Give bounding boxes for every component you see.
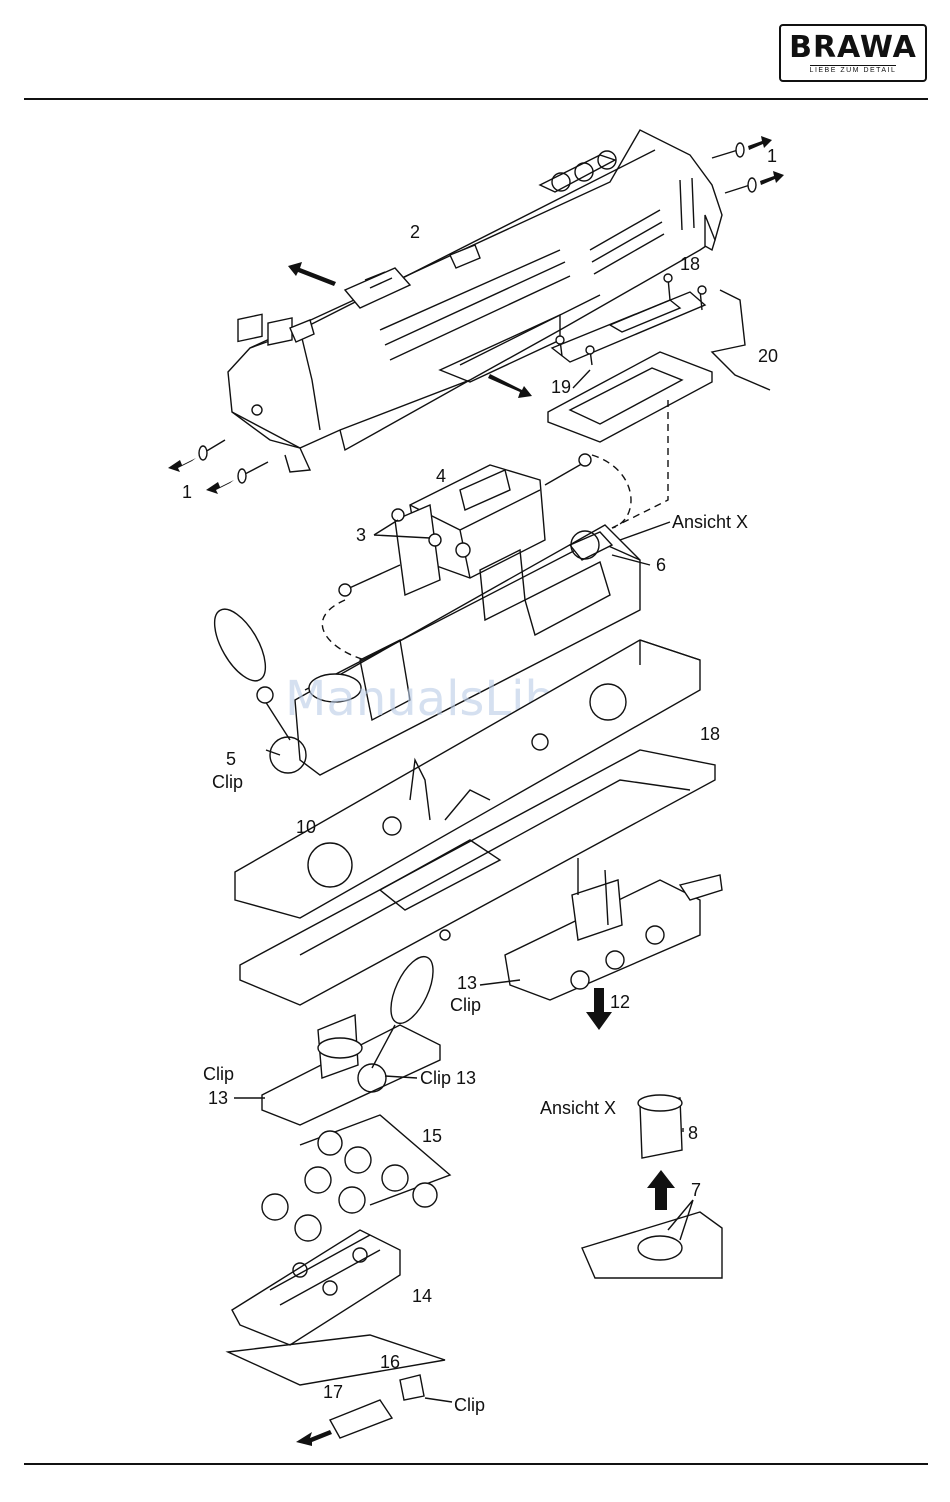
arrow-12 — [586, 988, 612, 1030]
label-17: 17 — [323, 1382, 343, 1402]
label-8: 8 — [688, 1123, 698, 1143]
label-18-top: 18 — [680, 254, 700, 274]
label-6: 6 — [656, 555, 666, 575]
label-5-clip: Clip — [212, 772, 243, 792]
label-13: 13 — [457, 973, 477, 993]
loco-body — [228, 130, 722, 472]
label-13-clip: Clip — [450, 995, 481, 1015]
label-7: 7 — [691, 1180, 701, 1200]
label-18-plate: 18 — [700, 724, 720, 744]
label-clip-left: Clip — [203, 1064, 234, 1084]
label-16: 16 — [380, 1352, 400, 1372]
label-1-top: 1 — [767, 146, 777, 166]
label-15: 15 — [422, 1126, 442, 1146]
label-10: 10 — [296, 817, 316, 837]
bogie-right — [505, 858, 722, 1000]
label-5: 5 — [226, 749, 236, 769]
label-4: 4 — [436, 466, 446, 486]
label-20: 20 — [758, 346, 778, 366]
label-ansicht-x-detail: Ansicht X — [540, 1098, 616, 1118]
label-12: 12 — [610, 992, 630, 1012]
label-ansicht-x-top: Ansicht X — [672, 512, 748, 532]
label-1-bottom: 1 — [182, 482, 192, 502]
label-3: 3 — [356, 525, 366, 545]
label-13-left: 13 — [208, 1088, 228, 1108]
label-clip-13: Clip 13 — [420, 1068, 476, 1088]
label-2: 2 — [410, 222, 420, 242]
label-14: 14 — [412, 1286, 432, 1306]
bogie-frame-14 — [232, 1230, 400, 1345]
label-clip-bottom: Clip — [454, 1395, 485, 1415]
dashed-guide-shaft-right — [592, 455, 631, 528]
label-19: 19 — [551, 377, 571, 397]
